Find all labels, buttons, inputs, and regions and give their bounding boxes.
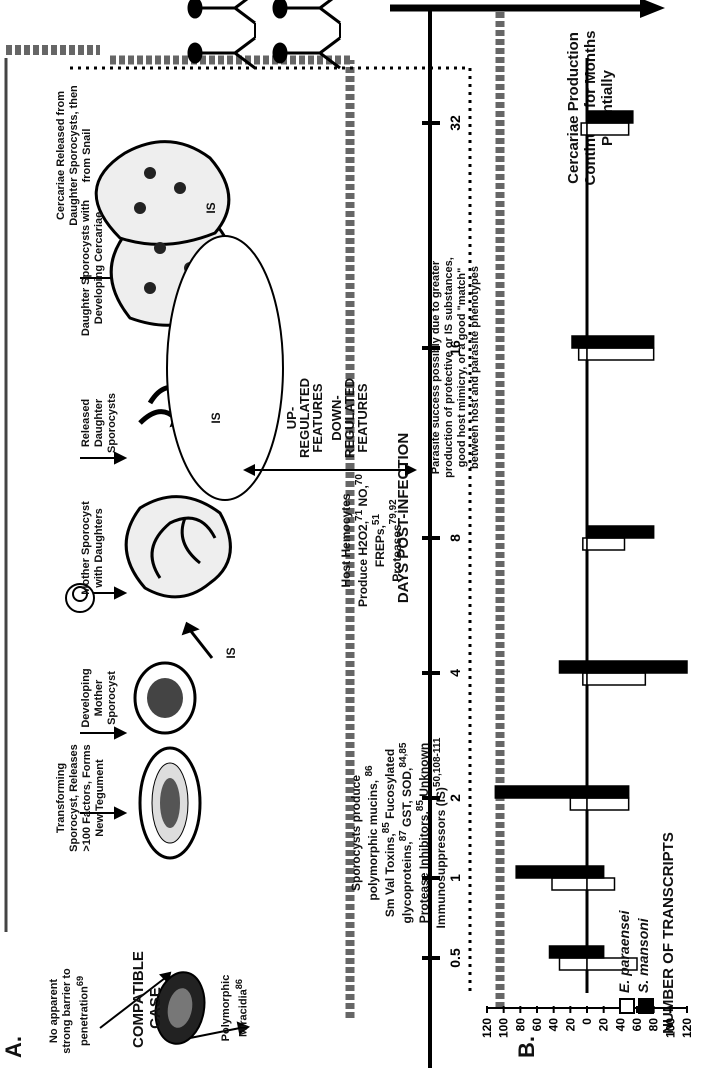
bar-s-mansoni-up: [571, 335, 588, 349]
bar-e-paraensei-down: [586, 672, 647, 686]
bar-s-mansoni-up: [515, 865, 588, 879]
bar-s-mansoni-down: [586, 785, 630, 799]
timeline-tick-label: 0.5: [447, 948, 463, 968]
bar-s-mansoni-up: [548, 945, 588, 959]
y-tick-label: 120: [680, 1018, 694, 1038]
y-tick-label: 20: [597, 1018, 611, 1032]
y-tick-label: 20: [563, 1018, 577, 1032]
up-arrow-head: [243, 464, 255, 476]
legend-swatch-s-mansoni: [638, 998, 654, 1014]
bar-e-paraensei-up: [551, 877, 588, 891]
bar-e-paraensei-up: [569, 797, 588, 811]
y-tick-label: 100: [663, 1018, 677, 1038]
y-tick-label: 0: [580, 1018, 594, 1025]
bar-s-mansoni-down: [586, 110, 634, 124]
bar-s-mansoni-down: [586, 865, 605, 879]
bar-e-paraensei-down: [586, 347, 655, 361]
y-tick-label: 100: [497, 1018, 511, 1038]
y-tick-label: 80: [647, 1018, 661, 1032]
bar-s-mansoni-up: [494, 785, 588, 799]
timeline-tick-label: 32: [447, 115, 463, 131]
bar-e-paraensei-up: [580, 122, 588, 136]
bar-e-paraensei-down: [586, 877, 616, 891]
y-tick-label: 60: [530, 1018, 544, 1032]
y-tick-label: 120: [480, 1018, 494, 1038]
y-tick-label: 40: [613, 1018, 627, 1032]
timeline-tick-label: 16: [447, 340, 463, 356]
timeline-tick-label: 4: [447, 669, 463, 677]
bar-e-paraensei-down: [586, 537, 626, 551]
bar-e-paraensei-down: [586, 957, 638, 971]
legend-label-s-mansoni: S. mansoni: [635, 918, 651, 993]
bar-s-mansoni-down: [586, 525, 655, 539]
legend-label-e-paraensei: E. paraensei: [616, 910, 632, 994]
bar-s-mansoni-down: [586, 335, 655, 349]
timeline-tick-label: 1: [447, 874, 463, 882]
y-tick-label: 60: [630, 1018, 644, 1032]
bar-s-mansoni-down: [586, 660, 688, 674]
down-arrow-head: [405, 464, 417, 476]
bar-e-paraensei-down: [586, 122, 630, 136]
y-tick-label: 40: [547, 1018, 561, 1032]
bar-s-mansoni-down: [586, 945, 605, 959]
y-tick-label: 80: [513, 1018, 527, 1032]
bar-e-paraensei-down: [586, 797, 630, 811]
bar-e-paraensei-up: [558, 957, 588, 971]
bar-e-paraensei-up: [577, 347, 588, 361]
timeline-tick-label: 2: [447, 794, 463, 802]
legend-swatch-e-paraensei: [619, 998, 635, 1014]
bar-s-mansoni-up: [558, 660, 588, 674]
timeline-tick-label: 8: [447, 534, 463, 542]
